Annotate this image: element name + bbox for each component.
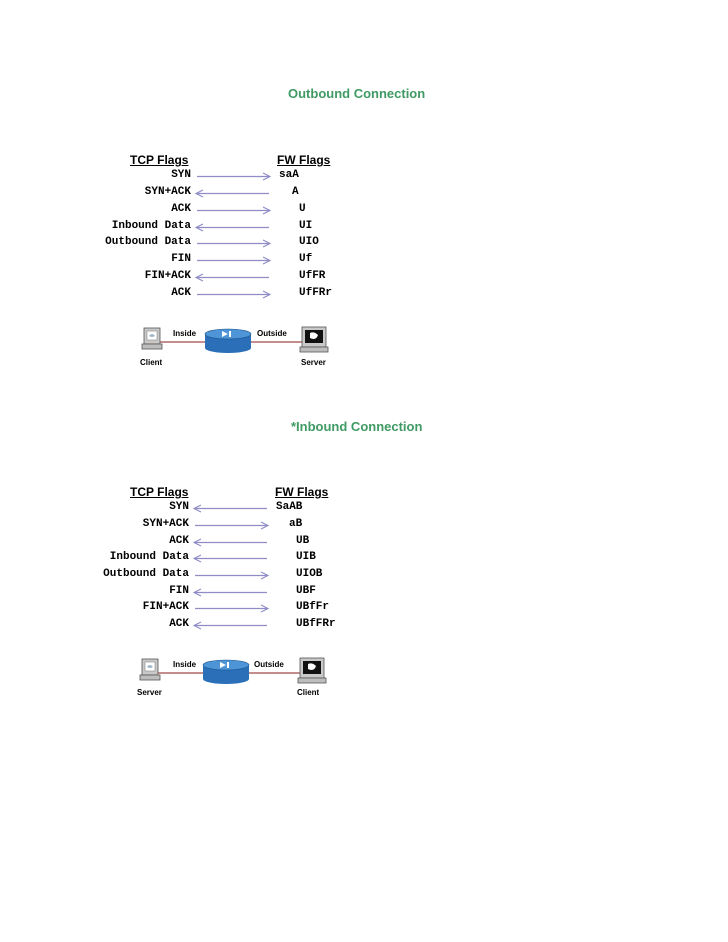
- tcp-flag-syn-ack: SYN+ACK: [142, 518, 189, 530]
- arrow-left-icon: [193, 504, 267, 513]
- server-computer-icon: [139, 658, 161, 681]
- tcp-flags-header: TCP Flags: [130, 485, 189, 499]
- section-title-inbound: *Inbound Connection: [291, 419, 423, 434]
- tcp-flag-fin: FIN: [171, 253, 191, 265]
- arrow-right-icon: [195, 521, 269, 530]
- tcp-flags-header: TCP Flags: [130, 153, 189, 167]
- tcp-flag-ack: ACK: [169, 535, 189, 547]
- arrow-left-icon: [195, 223, 269, 232]
- arrow-right-icon: [195, 604, 269, 613]
- arrow-right-icon: [197, 256, 271, 265]
- arrow-left-icon: [193, 621, 267, 630]
- router-icon: [202, 659, 250, 684]
- fw-flag: aB: [289, 518, 303, 530]
- fw-flags-header: FW Flags: [277, 153, 331, 167]
- server-computer-icon: [299, 326, 329, 353]
- fw-flag: UBF: [296, 585, 316, 597]
- tcp-flag-fin-ack: FIN+ACK: [142, 601, 189, 613]
- router-icon: [204, 328, 252, 353]
- arrow-left-icon: [195, 189, 269, 198]
- tcp-flag-fin: FIN: [169, 585, 189, 597]
- inside-label: Inside: [173, 660, 197, 669]
- fw-flag: UIOB: [296, 568, 323, 580]
- arrow-right-icon: [197, 172, 271, 181]
- fw-flag: A: [292, 186, 299, 198]
- fw-flag: saA: [279, 169, 299, 181]
- fw-flag: UfFRr: [299, 287, 333, 299]
- tcp-flag-syn-ack: SYN+ACK: [144, 186, 191, 198]
- arrow-right-icon: [197, 206, 271, 215]
- client-computer-icon: [141, 327, 163, 350]
- tcp-flag-ack-final: ACK: [169, 618, 189, 630]
- fw-flag: UBfFRr: [296, 618, 336, 630]
- fw-flag: UIB: [296, 551, 316, 563]
- fw-flag: U: [299, 203, 306, 215]
- fw-flags-header: FW Flags: [275, 485, 329, 499]
- tcp-flag-fin-ack: FIN+ACK: [144, 270, 191, 282]
- arrow-right-icon: [197, 239, 271, 248]
- fw-flag: UIO: [299, 236, 319, 248]
- tcp-flag-syn: SYN: [169, 501, 189, 513]
- fw-flag: UfFR: [299, 270, 326, 282]
- arrow-left-icon: [195, 273, 269, 282]
- fw-flag: UB: [296, 535, 310, 547]
- tcp-flag-inbound-data: Inbound Data: [109, 551, 189, 563]
- tcp-flag-syn: SYN: [171, 169, 191, 181]
- fw-flag: Uf: [299, 253, 313, 265]
- tcp-flag-ack-final: ACK: [171, 287, 191, 299]
- right-device-label: Client: [297, 688, 320, 697]
- arrow-left-icon: [193, 538, 267, 547]
- tcp-flag-ack: ACK: [171, 203, 191, 215]
- tcp-flag-outbound-data: Outbound Data: [105, 236, 191, 248]
- arrow-left-icon: [193, 554, 267, 563]
- outside-label: Outside: [257, 329, 287, 338]
- inside-label: Inside: [173, 329, 197, 338]
- client-computer-icon: [297, 657, 327, 684]
- section-title-outbound: Outbound Connection: [288, 86, 426, 101]
- arrow-right-icon: [197, 290, 271, 299]
- arrow-right-icon: [195, 571, 269, 580]
- fw-flag: UI: [299, 220, 313, 232]
- network-topology: [141, 326, 329, 353]
- arrow-left-icon: [193, 588, 267, 597]
- left-device-label: Server: [137, 688, 162, 697]
- right-device-label: Server: [301, 358, 326, 367]
- network-topology: [139, 657, 327, 684]
- tcp-flag-outbound-data: Outbound Data: [103, 568, 189, 580]
- fw-flag: UBfFr: [296, 601, 330, 613]
- left-device-label: Client: [140, 358, 163, 367]
- tcp-flag-inbound-data: Inbound Data: [111, 220, 191, 232]
- fw-flag: SaAB: [276, 501, 303, 513]
- outside-label: Outside: [254, 660, 284, 669]
